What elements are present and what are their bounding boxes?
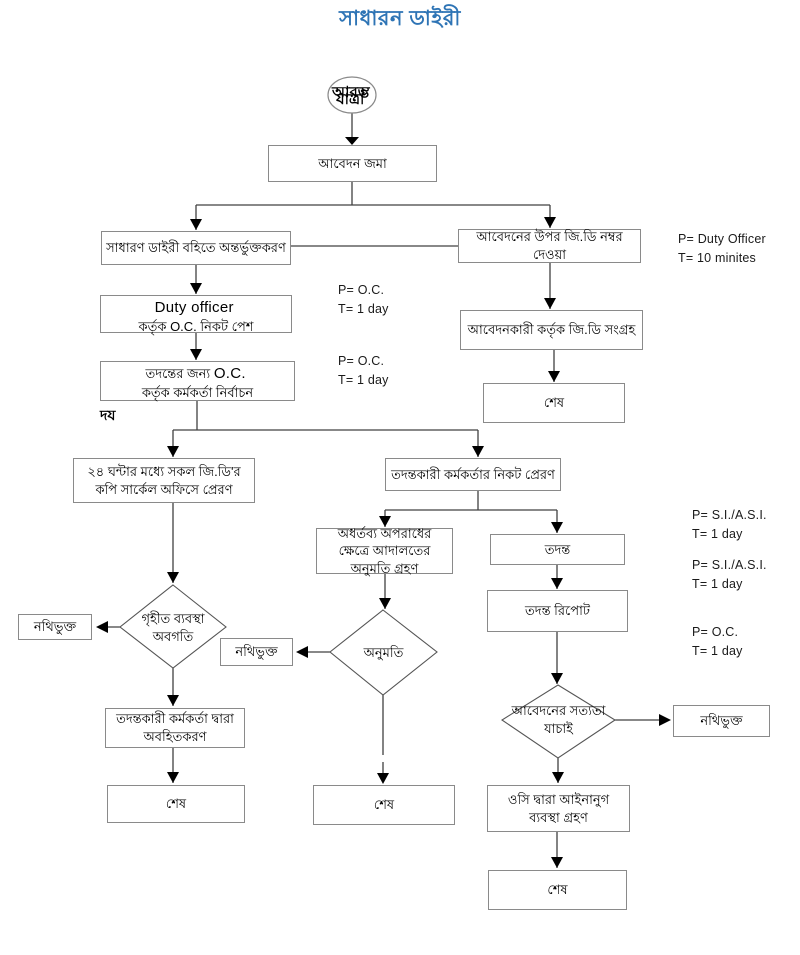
annotation-oc-2: P= O.C. T= 1 day [338,352,389,390]
annotation-si-2: P= S.I./A.S.I. T= 1 day [692,556,767,594]
node-gd-number-assign: আবেদনের উপর জি.ডি নম্বর দেওয়া [458,229,641,263]
node-send-to-investigating-officer: তদন্তকারী কর্মকর্তার নিকট প্রেরণ [385,458,561,491]
node-investigation-report: তদন্ত রিপোট [487,590,628,632]
decision-diamond-taken-action [119,584,227,669]
officer-select-pre-label: তদন্তের জন্য [145,366,211,382]
node-application-submit: আবেদন জমা [268,145,437,182]
annotation-line: T= 1 day [692,643,743,658]
annotation-oc-3: P= O.C. T= 1 day [692,623,743,661]
annotation-line: P= Duty Officer [678,232,766,246]
decision-diamond-permission [329,609,438,696]
arrowheads [96,137,671,868]
node-gd-book-entry: সাধারণ ডাইরী বহিতে অন্তর্ভুক্তকরণ [101,231,291,265]
annotation-line: P= O.C. [338,283,385,297]
start-ellipse [327,76,377,114]
annotation-line: T= 1 day [692,526,743,541]
node-filed-left: নথিভুক্ত [18,614,92,640]
annotation-line: T= 10 minites [678,250,756,265]
node-filed-right: নথিভুক্ত [673,705,770,737]
annotation-line: P= O.C. [338,354,385,368]
decision-verify-label: আবেদনের সত্যতা যাচাই [511,703,606,736]
decision-diamonds [119,584,617,759]
start-label-overlap-1: আরম্ভ [332,84,370,101]
stray-text: দয [100,407,116,423]
decision-diamond-verify [500,684,617,759]
annotation-si-1: P= S.I./A.S.I. T= 1 day [692,506,767,544]
node-end-2: শেষ [107,785,245,823]
start-node: আরম্ভ যাত্রা [326,80,412,112]
annotation-line: P= S.I./A.S.I. [692,508,767,522]
annotation-duty-officer: P= Duty Officer T= 10 minites [678,230,766,268]
node-applicant-collect-gd: আবেদনকারী কর্তৃক জি.ডি সংগ্রহ [460,310,643,350]
start-label-overlap-2: যাত্রা [336,91,365,108]
duty-officer-latin-label: Duty officer [154,299,234,316]
page-title: সাধারন ডাইরী [339,7,461,30]
node-duty-officer-present: Duty officer কর্তৃক O.C. নিকট পেশ [100,295,292,335]
annotation-line: P= S.I./A.S.I. [692,558,767,572]
node-officer-selection: তদন্তের জন্য O.C. কর্তৃক কর্মকর্তা নির্ব… [100,361,295,401]
node-court-permission: অধর্তব্য অপরাধের ক্ষেত্রে আদালতের অনুমতি… [316,526,453,576]
node-oc-legal-action: ওসি দ্বারা আইনানুগ ব্যবস্থা গ্রহণ [487,785,630,832]
annotation-oc-1: P= O.C. T= 1 day [338,281,389,319]
annotation-line: T= 1 day [338,301,389,316]
node-end-3: শেষ [313,785,455,825]
officer-select-latin-label: O.C. [213,365,246,382]
node-end-1: শেষ [483,383,625,423]
annotation-line: T= 1 day [692,576,743,591]
node-investigation: তদন্ত [490,534,625,565]
officer-select-post-label: কর্তৃক কর্মকর্তা নির্বাচন [141,385,254,401]
annotation-line: T= 1 day [338,372,389,387]
annotation-line: P= O.C. [692,625,739,639]
decision-permission-label: অনুমতি [363,645,404,661]
node-inform-by-io: তদন্তকারী কর্মকর্তা দ্বারা অবহিতকরণ [105,708,245,748]
decision-taken-action-label: গৃহীত ব্যবস্থা অবগতি [141,610,205,644]
node-filed-middle: নথিভুক্ত [220,638,293,666]
duty-officer-bengali-label: কর্তৃক O.C. নিকট পেশ [138,319,254,335]
node-copy-to-circle-office: ২৪ ঘন্টার মধ্যে সকল জি.ডি'র কপি সার্কেল … [73,458,255,503]
node-end-4: শেষ [488,870,627,910]
